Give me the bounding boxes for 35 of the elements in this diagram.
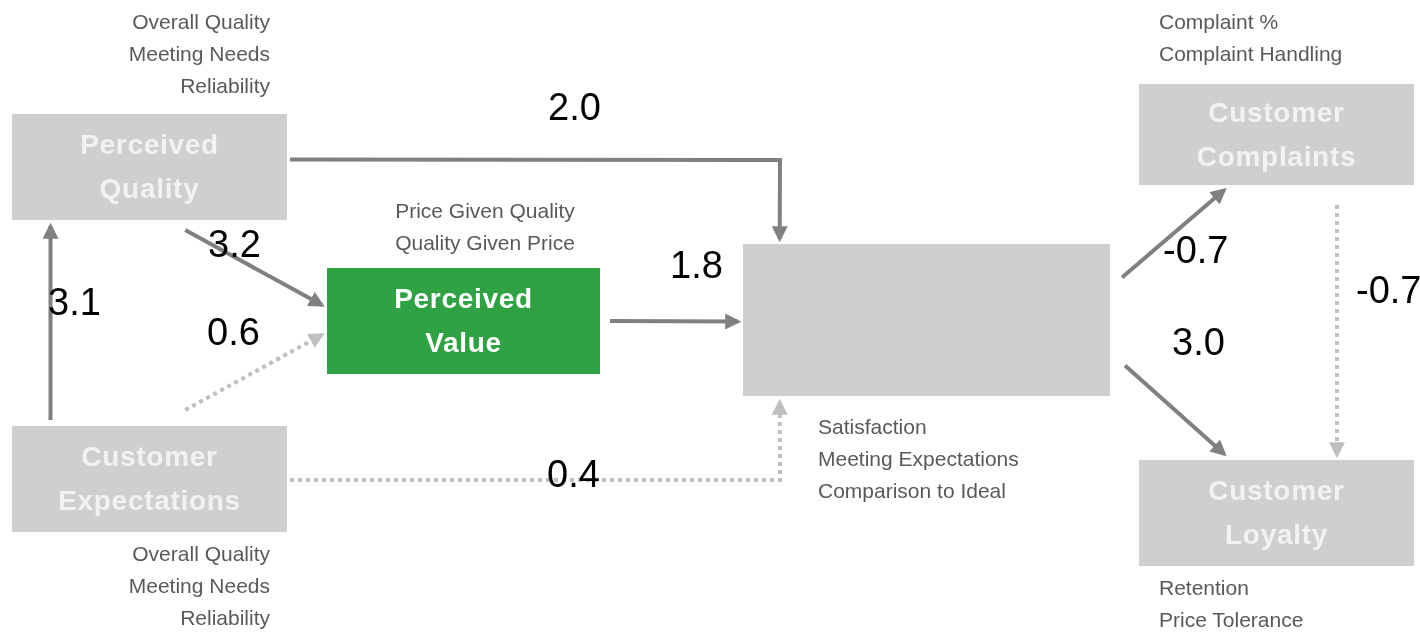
arrow [1120, 187, 1227, 279]
edge-label: 3.2 [208, 222, 261, 266]
caption-text: Overall Quality [131, 9, 270, 35]
edge-label: 0.4 [547, 452, 600, 496]
caption-text: Price Given Quality [394, 198, 576, 224]
edge-label: 1.8 [670, 243, 723, 287]
caption-text: Meeting Needs [127, 41, 270, 67]
process-box [743, 244, 1110, 396]
caption-text: Complaint Handling [1159, 41, 1344, 67]
arrow [290, 157, 788, 243]
caption-text: Retention [1159, 575, 1250, 601]
arrow [290, 398, 788, 483]
arrow [1123, 364, 1227, 457]
arrow [184, 333, 325, 412]
caption-text: Meeting Needs [127, 573, 270, 599]
edge-label: 2.0 [548, 85, 601, 129]
caption-text: Complaint % [1159, 9, 1280, 35]
caption-text: Reliability [179, 73, 270, 99]
caption-text: Meeting Expectations [818, 446, 1020, 472]
arrow [1329, 205, 1345, 459]
edge-label: -0.7 [1356, 268, 1420, 312]
caption-text: Price Tolerance [1159, 607, 1305, 633]
edge-label: 3.1 [48, 280, 101, 324]
caption-text: Quality Given Price [394, 230, 576, 256]
arrow [184, 228, 325, 307]
arrow [610, 313, 742, 330]
edge-label: 0.6 [207, 310, 260, 354]
caption-text: Overall Quality [131, 541, 270, 567]
caption-text: Comparison to Ideal [818, 478, 1007, 504]
highlight-box: Perceived Value [327, 268, 600, 374]
arrow [42, 222, 59, 420]
caption-text: Satisfaction [818, 414, 928, 440]
caption-text: Reliability [179, 605, 270, 631]
edge-label: 3.0 [1172, 320, 1225, 364]
edge-label: -0.7 [1163, 228, 1229, 272]
